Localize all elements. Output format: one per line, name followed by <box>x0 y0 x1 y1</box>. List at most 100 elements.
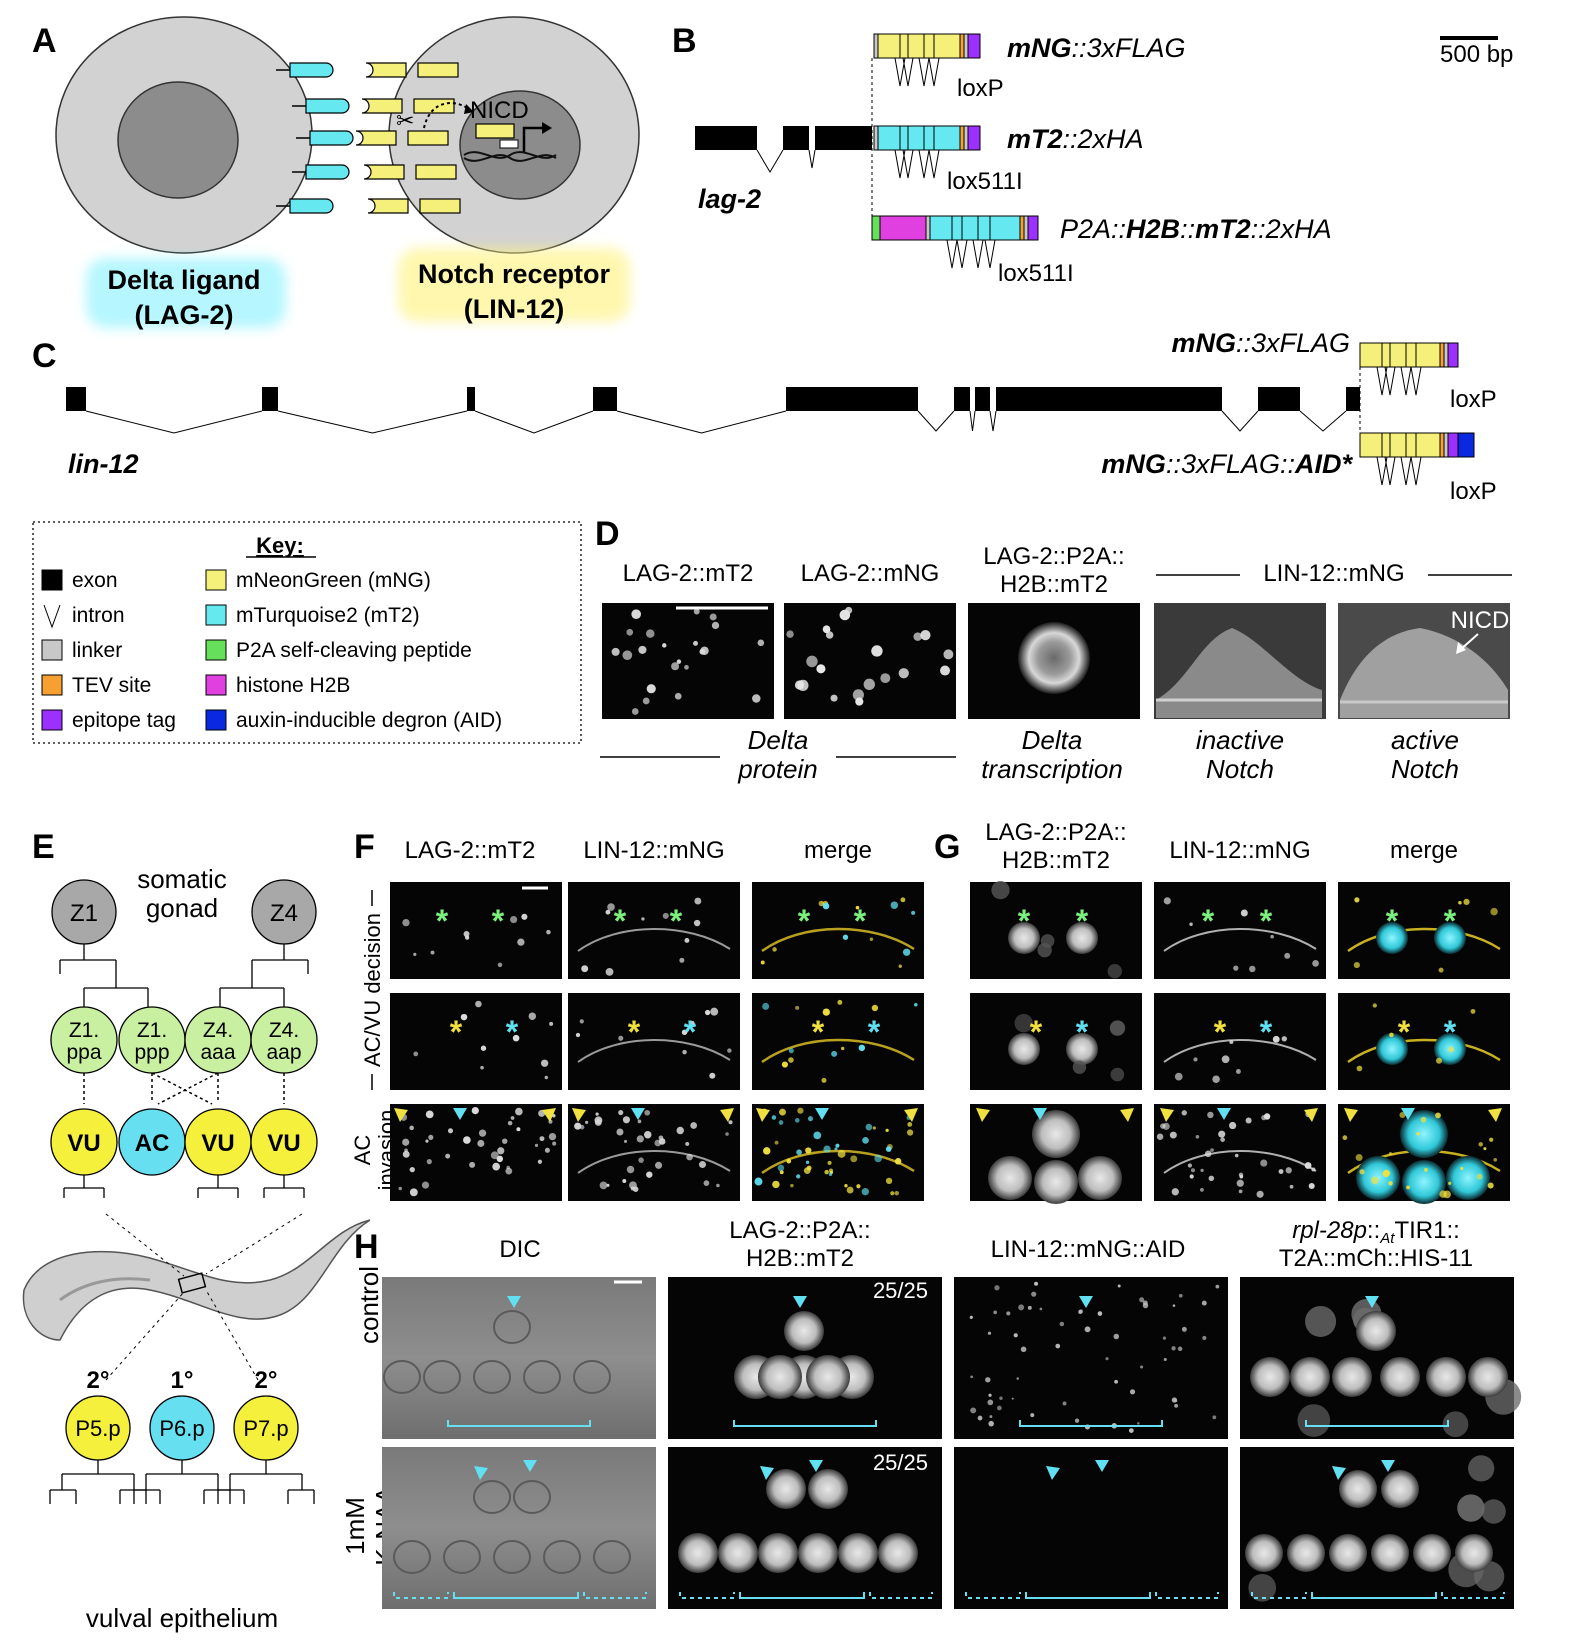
f-col1-header: LAG-2::mT2 <box>405 837 536 864</box>
puncta <box>502 1138 508 1144</box>
tev-site <box>1439 342 1445 368</box>
asterisk-marker: * <box>1444 903 1457 939</box>
puncta <box>805 1160 810 1164</box>
arrowhead-marker <box>542 1108 556 1122</box>
h-col4-header-line1: rpl-28p::AtTIR1:: <box>1292 1217 1460 1247</box>
asterisk-marker: * <box>1202 903 1215 939</box>
puncta <box>1388 1152 1393 1156</box>
puncta <box>1190 1168 1196 1173</box>
panel-label-e: E <box>32 828 55 866</box>
dic-cell-outline <box>493 1540 531 1574</box>
nucleus <box>1066 922 1098 954</box>
dic-cell-outline <box>443 1540 481 1574</box>
puncta <box>1238 1189 1243 1194</box>
puncta <box>1238 1172 1244 1178</box>
micrograph <box>1154 993 1326 1090</box>
puncta <box>637 1119 642 1124</box>
vu-cell-2-label: VU <box>201 1130 234 1157</box>
puncta <box>1399 1111 1406 1118</box>
puncta <box>402 1150 410 1158</box>
arrowhead-marker <box>1079 1296 1093 1308</box>
lag-2-construct2-label: mT2::2xHA <box>1007 124 1144 154</box>
h-col4-header-line2: T2A::mCh::HIS-11 <box>1279 1245 1473 1272</box>
puncta <box>1011 1397 1014 1400</box>
dic-cell-outline <box>543 1540 581 1574</box>
nucleus <box>1402 1160 1446 1204</box>
h-col2-header-line1: LAG-2::P2A:: <box>729 1217 870 1244</box>
cell-bracket <box>447 1420 591 1427</box>
puncta <box>1448 1181 1452 1185</box>
micrograph <box>752 882 924 979</box>
puncta <box>490 1151 499 1160</box>
puncta <box>1493 1158 1498 1162</box>
key-item-label: P2A self-cleaving peptide <box>236 639 472 662</box>
h-count-knaa: 25/25 <box>873 1450 928 1475</box>
puncta <box>1240 909 1248 917</box>
puncta <box>574 1122 582 1130</box>
puncta <box>1084 1326 1091 1333</box>
key-swatch <box>205 709 227 731</box>
loxp-label-c1: loxP <box>1450 386 1497 413</box>
puncta <box>1212 1415 1217 1420</box>
puncta <box>674 692 682 700</box>
puncta <box>890 901 899 909</box>
puncta <box>874 1154 882 1163</box>
f-row-acvu-label: AC/VU decision <box>360 913 385 1067</box>
puncta <box>684 664 689 670</box>
puncta <box>631 609 642 620</box>
puncta <box>786 1158 792 1164</box>
cell-membrane <box>1340 628 1508 718</box>
puncta <box>754 1177 763 1186</box>
cell-membrane <box>1156 628 1322 718</box>
puncta <box>1483 1147 1487 1151</box>
delta-label-line2: (LAG-2) <box>135 300 234 330</box>
puncta <box>795 1005 800 1010</box>
puncta <box>1172 1304 1176 1307</box>
puncta <box>646 629 655 638</box>
puncta <box>1171 1188 1179 1196</box>
nucleus <box>1356 1311 1396 1351</box>
panel-label-b: B <box>672 22 697 60</box>
puncta <box>1388 1181 1393 1186</box>
notch-cell-nucleus <box>459 90 581 200</box>
puncta <box>970 1407 977 1414</box>
micrograph <box>954 1277 1228 1439</box>
puncta <box>1062 1401 1067 1406</box>
cell-membrane <box>1347 927 1501 953</box>
puncta <box>1160 1123 1166 1129</box>
exon <box>975 387 990 411</box>
puncta <box>1072 1060 1087 1074</box>
puncta <box>622 1179 627 1183</box>
h-col1-header: DIC <box>499 1236 540 1263</box>
lin-12-gene-model <box>66 387 1360 434</box>
key-item-label: mNeonGreen (mNG) <box>236 569 431 592</box>
epitope-tag <box>1447 342 1459 368</box>
puncta <box>463 930 470 937</box>
asterisk-marker: * <box>798 903 811 939</box>
puncta <box>698 1161 706 1169</box>
epitope-tag <box>1447 432 1459 458</box>
cell-bracket <box>965 1592 1021 1599</box>
puncta <box>428 1134 434 1140</box>
puncta <box>822 902 830 910</box>
vulval-precursor-cells: 2°P5.p1°P6.p2°P7.p <box>49 1367 315 1504</box>
puncta <box>806 1165 812 1171</box>
puncta <box>824 1169 829 1175</box>
arrowhead-marker <box>1120 1108 1134 1122</box>
puncta <box>616 1128 624 1136</box>
puncta <box>497 1147 505 1155</box>
puncta <box>1030 1413 1035 1418</box>
nucleus <box>1290 1357 1330 1397</box>
cell-bracket <box>1155 1592 1219 1599</box>
puncta <box>757 639 765 647</box>
h-col2-header-line2: H2B::mT2 <box>746 1245 854 1272</box>
puncta <box>497 962 503 968</box>
puncta <box>480 1045 487 1051</box>
puncta <box>989 1415 993 1419</box>
nucleus <box>1332 1357 1372 1397</box>
puncta <box>869 937 874 941</box>
arrowhead-marker <box>1344 1108 1358 1122</box>
puncta <box>865 1123 873 1131</box>
puncta <box>1278 1169 1284 1175</box>
